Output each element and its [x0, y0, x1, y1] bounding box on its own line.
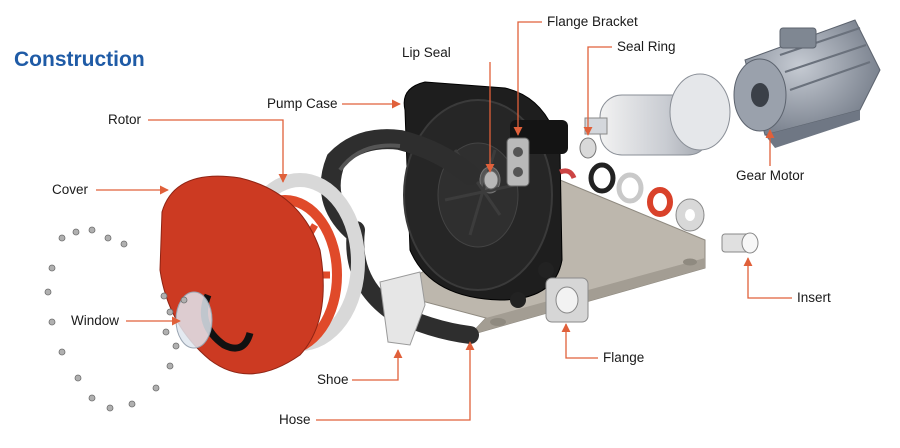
callout-rotor	[148, 119, 288, 183]
label-flange-bracket: Flange Bracket	[547, 14, 638, 29]
diagram-title: Construction	[14, 48, 145, 71]
label-rotor: Rotor	[108, 112, 142, 127]
callout-shoe	[352, 349, 403, 381]
label-window: Window	[71, 313, 120, 328]
lip-seal-part	[483, 170, 499, 190]
label-flange: Flange	[603, 350, 645, 365]
insert-part	[721, 232, 759, 254]
label-insert: Insert	[797, 290, 831, 305]
callout-flange-bracket	[513, 21, 542, 136]
label-gear-motor: Gear Motor	[736, 168, 805, 183]
seal-rings	[559, 137, 705, 232]
callout-lines	[96, 21, 792, 421]
shoe	[379, 271, 426, 346]
label-pump-case: Pump Case	[267, 96, 338, 111]
bolts	[44, 226, 188, 412]
flange-bracket-part	[506, 137, 530, 187]
label-shoe: Shoe	[317, 372, 349, 387]
callout-insert	[743, 257, 792, 299]
callout-flange	[561, 323, 598, 359]
label-seal-ring: Seal Ring	[617, 39, 676, 54]
label-lip-seal: Lip Seal	[402, 45, 451, 60]
gear-motor-part	[584, 19, 881, 156]
callout-seal-ring	[583, 46, 612, 136]
callout-hose	[316, 341, 475, 421]
label-cover: Cover	[52, 182, 89, 197]
label-hose: Hose	[279, 412, 311, 427]
flange-part	[510, 262, 589, 323]
